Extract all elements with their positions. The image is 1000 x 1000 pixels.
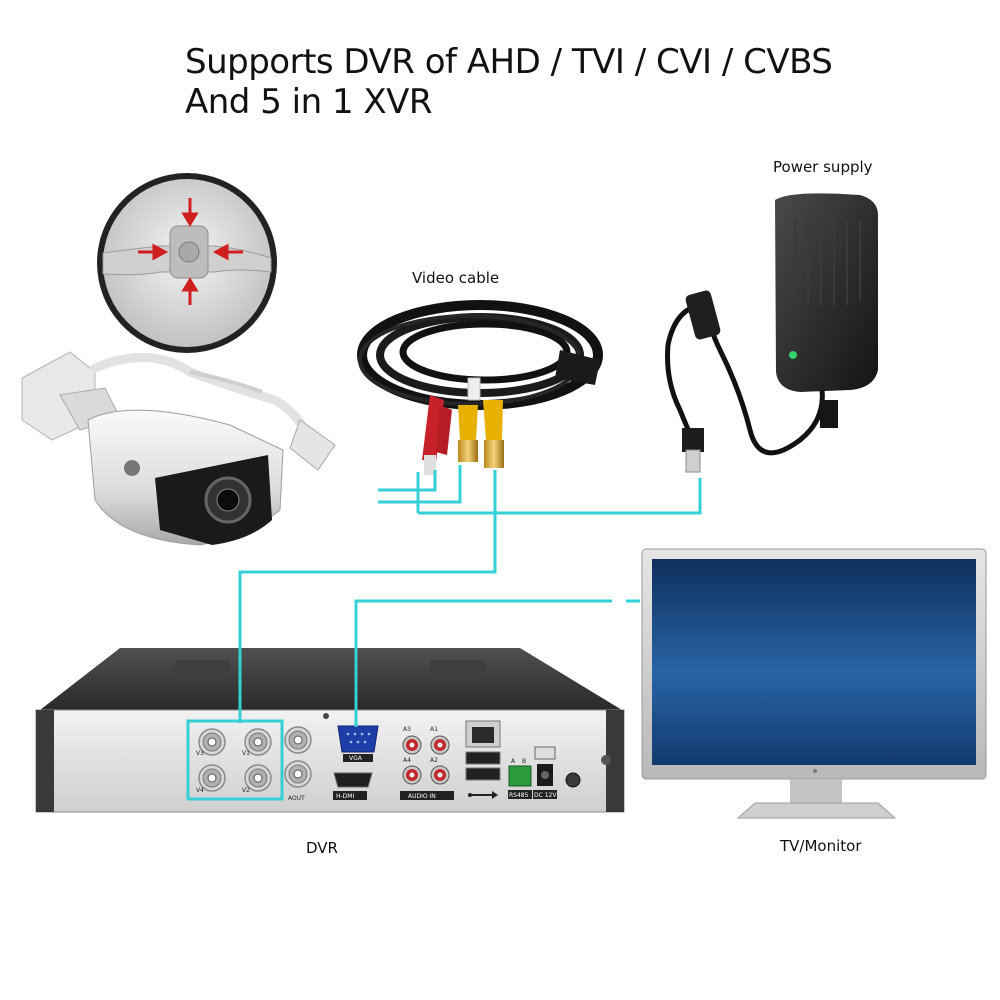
video-cable-line — [378, 465, 462, 504]
title-line-1: Supports DVR of AHD / TVI / CVI / CVBS — [185, 42, 833, 82]
hdmi-label: H-DMI — [336, 793, 354, 800]
camera-icon — [21, 351, 336, 546]
channel-v3-label: V3 — [196, 750, 204, 757]
power-supply-label: Power supply — [773, 158, 873, 176]
audio-in-label: AUDIO IN — [408, 793, 436, 800]
channel-v2-label: V2 — [242, 787, 250, 794]
rs485-label: RS485 — [509, 792, 529, 799]
dvr-label: DVR — [306, 839, 338, 857]
usb-icon — [468, 791, 498, 799]
audio-a1-label: A1 — [430, 726, 438, 733]
audio-cable-line — [378, 470, 437, 492]
dvr-icon: V1 V2 V3 V4 AOUT VGA H-DMI A3 A1 A4 A2 A… — [35, 648, 625, 813]
audio-a4-label: A4 — [403, 757, 411, 764]
channel-v1-label: V1 — [242, 750, 250, 757]
cable-icon — [357, 300, 603, 475]
power-line — [418, 478, 702, 515]
channel-v4-label: V4 — [196, 787, 204, 794]
power-adapter-icon — [665, 193, 878, 473]
rs485-a-label: A — [511, 758, 516, 765]
audio-a2-label: A2 — [430, 757, 438, 764]
video-cable-label: Video cable — [412, 269, 500, 287]
connection-lines — [238, 465, 702, 727]
tv-monitor-label: TV/Monitor — [780, 837, 862, 855]
monitor-icon — [641, 548, 987, 819]
page-title: Supports DVR of AHD / TVI / CVI / CVBS A… — [185, 42, 833, 122]
monitor-to-vga-line — [354, 599, 612, 727]
rs485-b-label: B — [522, 758, 526, 765]
vga-label: VGA — [349, 755, 363, 762]
aout-label: AOUT — [288, 795, 305, 802]
title-line-2: And 5 in 1 XVR — [185, 82, 433, 122]
video-input-highlight — [186, 719, 284, 801]
audio-a3-label: A3 — [403, 726, 411, 733]
dc12v-label: DC 12V — [534, 792, 557, 799]
bnc-to-dvr-line — [238, 470, 497, 723]
video-input-group: V1 V2 V3 V4 — [196, 728, 272, 794]
connector-zoom-detail — [97, 173, 277, 353]
